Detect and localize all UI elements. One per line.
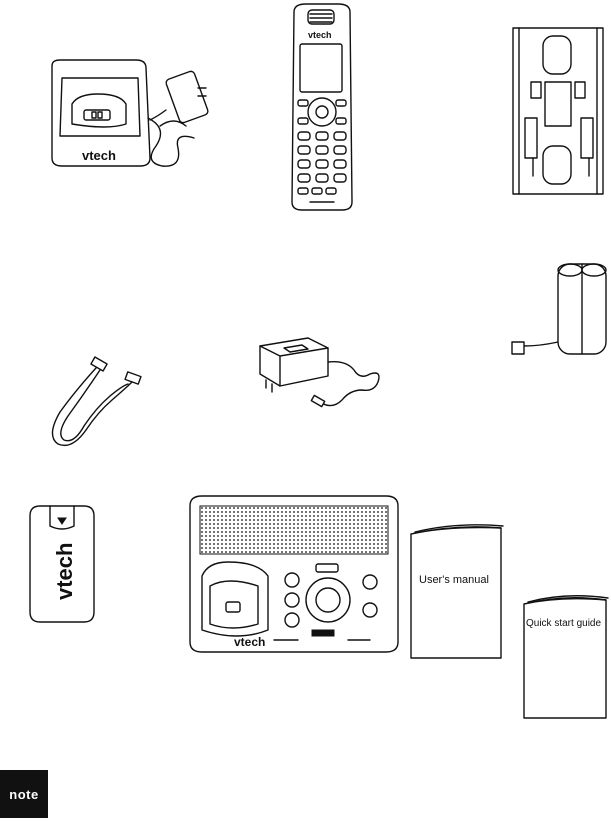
quick-start-guide: Quick start guide bbox=[520, 594, 610, 722]
cover-brand: vtech bbox=[52, 543, 77, 600]
phone-cord-icon bbox=[51, 356, 142, 447]
quick-start-guide-icon bbox=[523, 595, 609, 719]
handset-brand: vtech bbox=[308, 30, 332, 40]
user-manual-icon bbox=[410, 524, 504, 659]
telephone-line-cord bbox=[36, 356, 146, 450]
battery-pack bbox=[510, 256, 610, 366]
charger-with-adapter: vtech bbox=[48, 58, 228, 178]
wall-mount-bracket-icon bbox=[512, 27, 604, 195]
users-manual: User's manual bbox=[407, 524, 507, 664]
handset: vtech bbox=[286, 2, 358, 212]
telephone-base-icon: vtech bbox=[189, 495, 399, 653]
battery-cover: vtech bbox=[26, 504, 98, 624]
charger-icon: vtech bbox=[51, 59, 209, 167]
handset-keypad bbox=[297, 131, 347, 195]
quick-start-label: Quick start guide bbox=[526, 618, 602, 629]
charger-brand: vtech bbox=[82, 148, 116, 163]
power-adapter-icon bbox=[259, 337, 380, 408]
wall-mount-bracket bbox=[505, 26, 611, 198]
handset-icon: vtech bbox=[291, 3, 353, 211]
users-manual-label: User's manual bbox=[419, 574, 489, 586]
battery-pack-icon bbox=[511, 263, 607, 355]
note-badge: note bbox=[0, 770, 48, 818]
power-adapter bbox=[250, 330, 390, 420]
base-brand: vtech bbox=[234, 635, 265, 649]
telephone-base: vtech bbox=[188, 494, 400, 654]
speaker-grille bbox=[199, 505, 389, 555]
battery-cover-icon: vtech bbox=[29, 505, 95, 623]
